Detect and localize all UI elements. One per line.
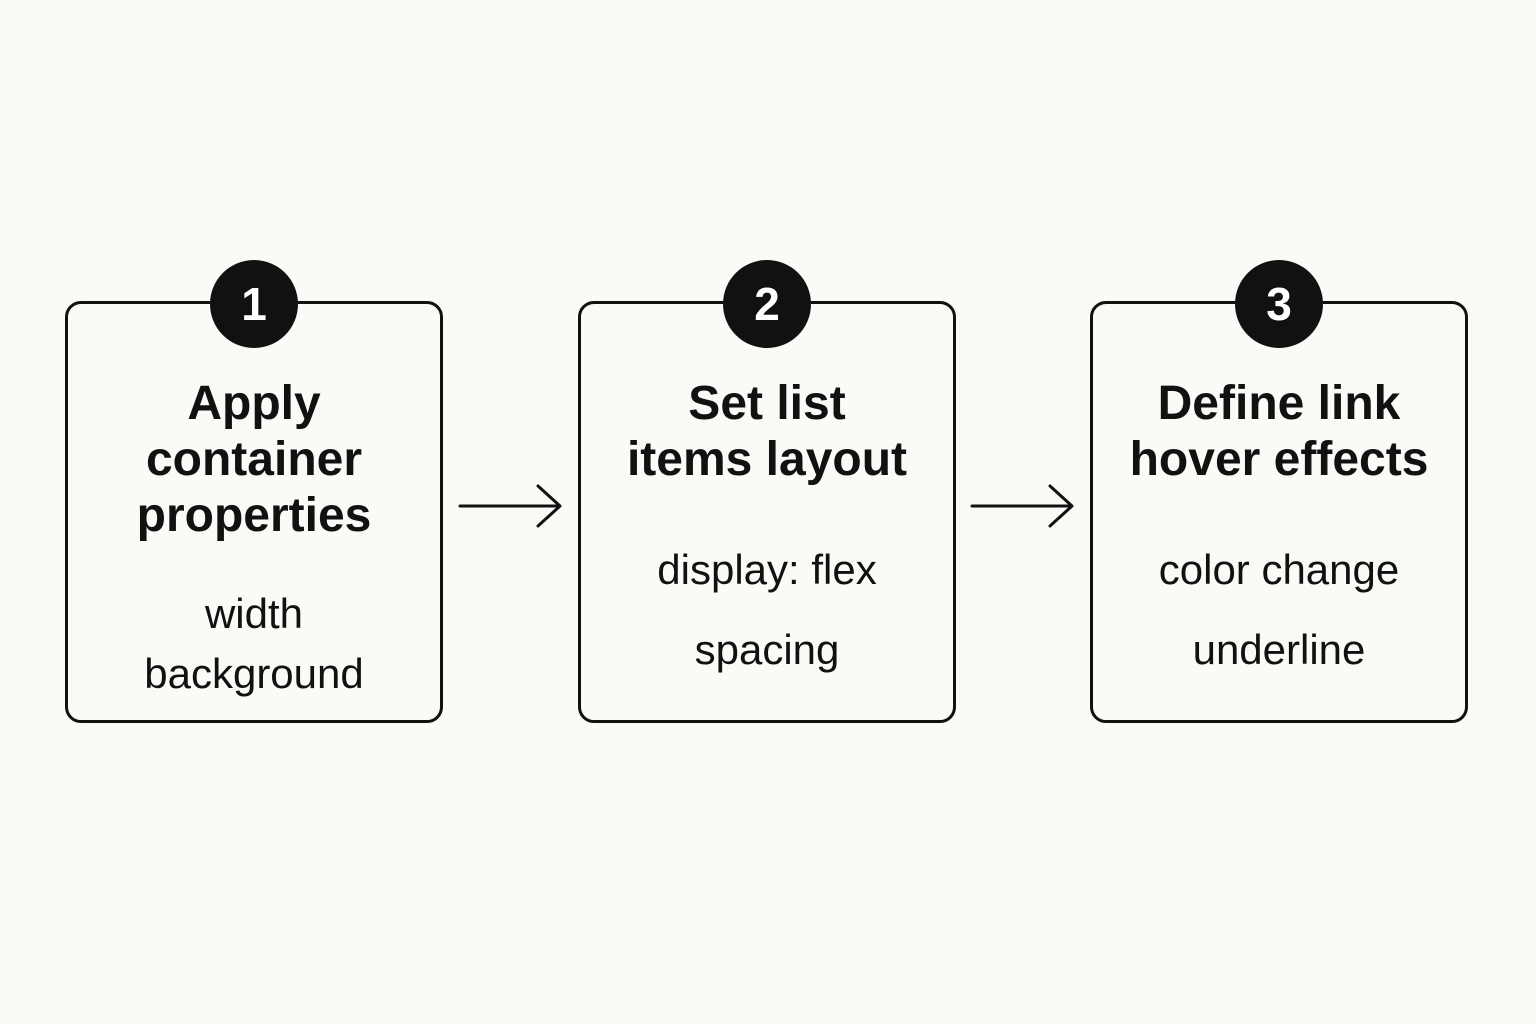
step-detail-item: underline (1192, 626, 1366, 673)
step-detail-item: display: flex (657, 546, 877, 593)
step-title-line: Apply (187, 377, 321, 430)
step-title: Define link hover effects (1093, 376, 1465, 488)
step-details: display: flex spacing (581, 530, 953, 690)
step-card-3: 3 Define link hover effects color change… (1090, 260, 1468, 723)
step-title-line: Define link (1157, 377, 1401, 430)
step-title-line: container (145, 433, 363, 486)
step-number-badge: 2 (723, 260, 811, 348)
step-title-line: properties (136, 489, 372, 542)
step-title: Set list items layout (581, 376, 953, 488)
step-title-line: items layout (626, 433, 908, 486)
step-details: width background (68, 584, 440, 704)
arrow-right-icon (458, 484, 562, 528)
step-number-badge: 1 (210, 260, 298, 348)
step-number-badge: 3 (1235, 260, 1323, 348)
step-details: color change underline (1093, 530, 1465, 690)
step-title-line: Set list (688, 377, 846, 430)
step-detail-item: background (144, 650, 364, 697)
step-card-2: 2 Set list items layout display: flex sp… (578, 260, 956, 723)
arrow-right-icon (970, 484, 1074, 528)
step-card-1: 1 Apply container properties width backg… (65, 260, 443, 723)
step-title: Apply container properties (68, 376, 440, 544)
step-detail-item: spacing (694, 626, 840, 673)
step-detail-item: color change (1158, 546, 1400, 593)
step-title-line: hover effects (1129, 433, 1429, 486)
step-detail-item: width (204, 590, 304, 637)
